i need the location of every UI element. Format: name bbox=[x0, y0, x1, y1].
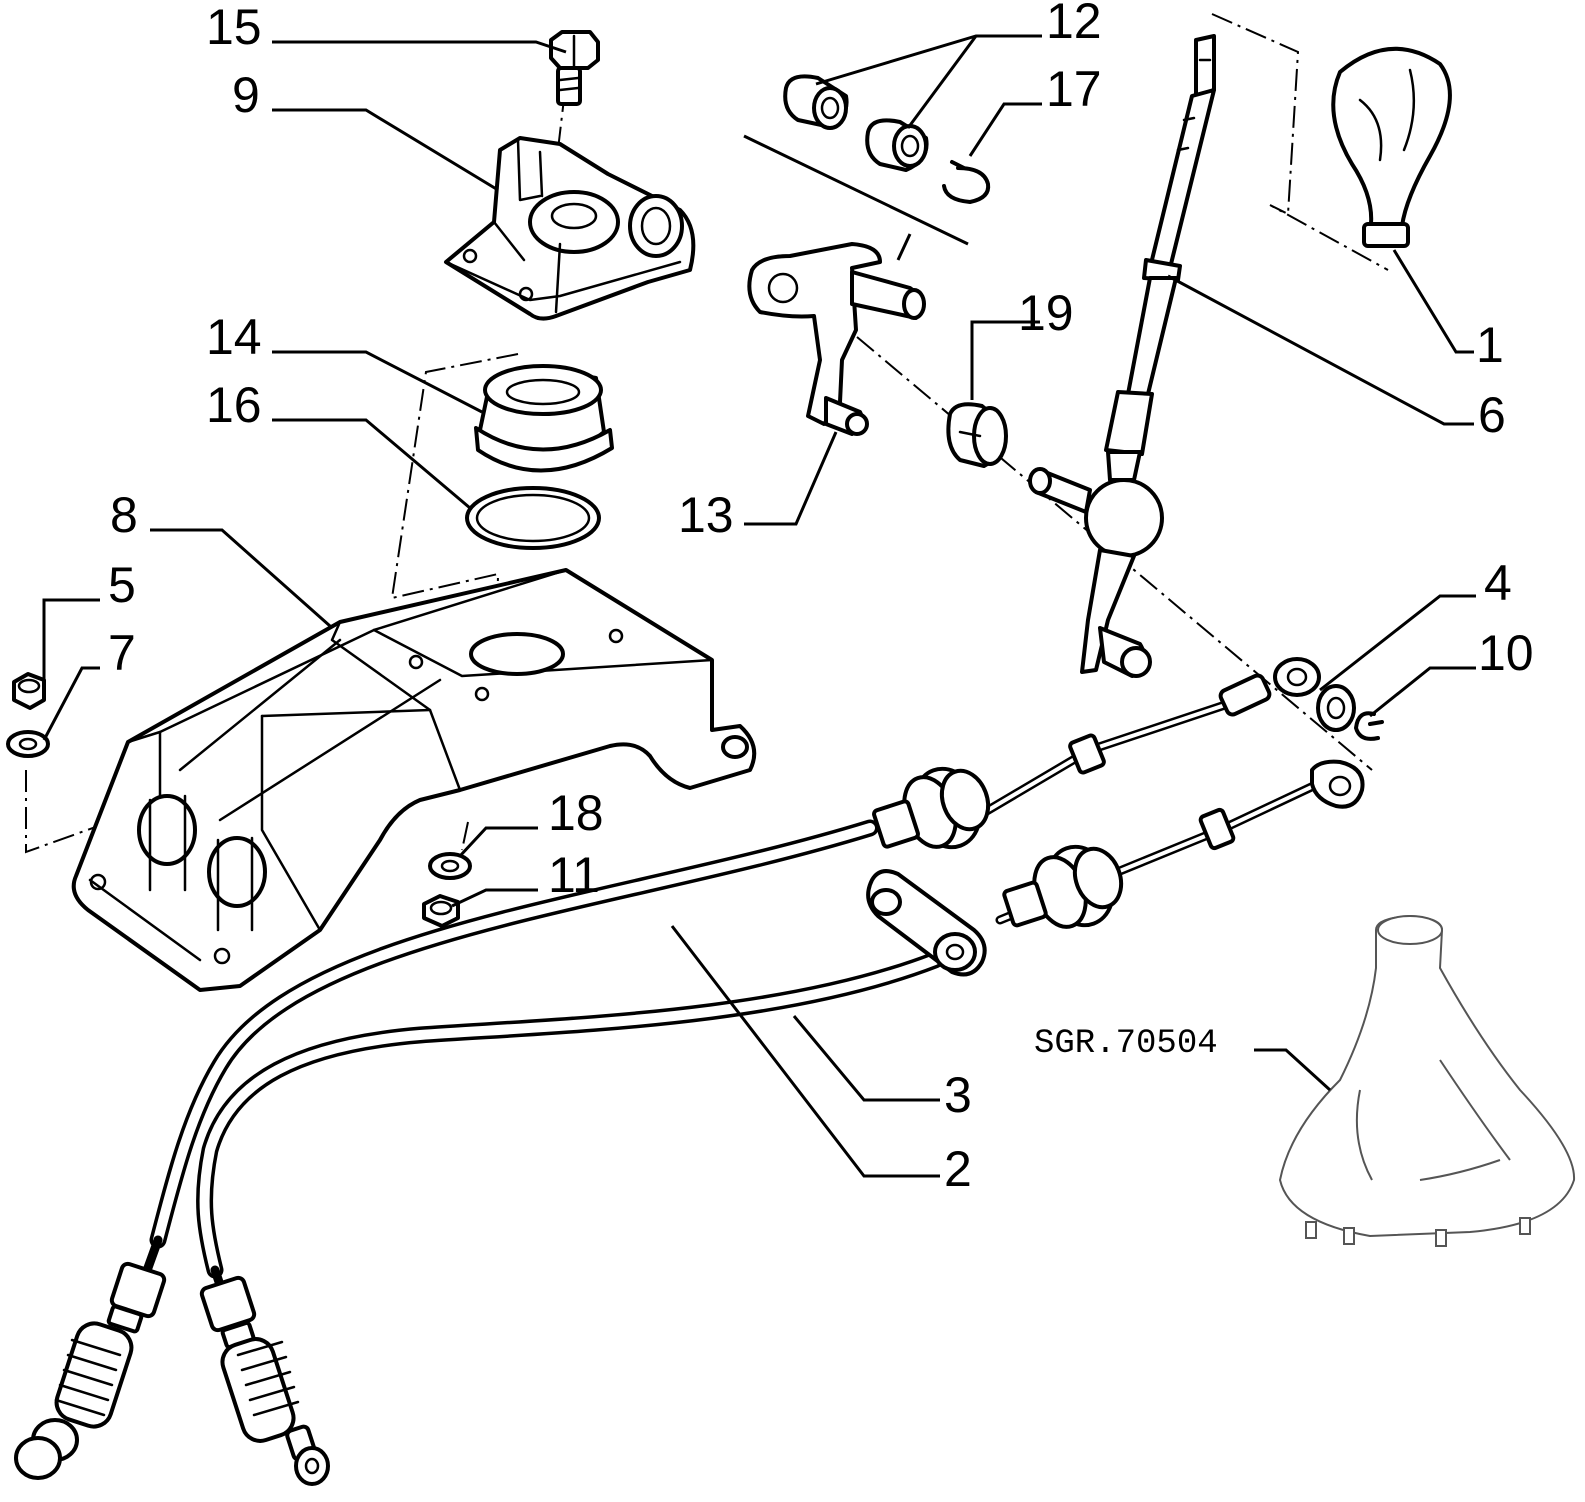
callout-19: 19 bbox=[1018, 285, 1074, 341]
circlip-lower bbox=[1354, 711, 1384, 741]
callout-16: 16 bbox=[206, 377, 262, 433]
washer-18 bbox=[428, 852, 472, 880]
circlip-upper bbox=[942, 160, 991, 204]
callout-labels: 15 9 14 16 8 5 7 12 17 19 13 1 6 4 10 18… bbox=[108, 0, 1534, 1197]
callout-4: 4 bbox=[1484, 555, 1512, 611]
callout-14: 14 bbox=[206, 309, 262, 365]
callout-15: 15 bbox=[206, 0, 262, 55]
cable-end-right bbox=[199, 1265, 330, 1486]
callout-9: 9 bbox=[232, 67, 260, 123]
callout-18: 18 bbox=[548, 785, 604, 841]
ball-bush bbox=[946, 402, 1008, 468]
callout-10: 10 bbox=[1478, 625, 1534, 681]
nut-5 bbox=[12, 672, 46, 710]
drawing-reference-code: SGR.70504 bbox=[1034, 1025, 1218, 1063]
cable-end-left bbox=[14, 1235, 167, 1480]
upper-bracket bbox=[444, 136, 696, 321]
callout-11: 11 bbox=[548, 847, 600, 903]
callout-5: 5 bbox=[108, 557, 136, 613]
callout-12: 12 bbox=[1046, 0, 1102, 49]
gear-boot bbox=[1278, 914, 1576, 1247]
selector-lever bbox=[747, 242, 926, 436]
nut-11 bbox=[422, 894, 460, 928]
callout-17: 17 bbox=[1046, 61, 1102, 117]
leader-lines bbox=[42, 34, 1476, 1178]
callout-7: 7 bbox=[108, 625, 136, 681]
washer bbox=[1316, 684, 1356, 732]
callout-13: 13 bbox=[678, 487, 734, 543]
callout-2: 2 bbox=[944, 1141, 972, 1197]
callout-3: 3 bbox=[944, 1067, 972, 1123]
gear-cables bbox=[14, 657, 1365, 1486]
callout-8: 8 bbox=[110, 487, 138, 543]
callout-6: 6 bbox=[1478, 387, 1506, 443]
callout-1: 1 bbox=[1476, 317, 1504, 373]
needle-bearings bbox=[783, 74, 929, 172]
bolt bbox=[549, 30, 600, 106]
washer-7 bbox=[6, 730, 50, 758]
gear-lever bbox=[1028, 34, 1216, 678]
gear-knob bbox=[1331, 46, 1452, 248]
bushing bbox=[474, 364, 614, 473]
gearshift-housing bbox=[71, 568, 757, 992]
o-ring bbox=[465, 486, 601, 550]
